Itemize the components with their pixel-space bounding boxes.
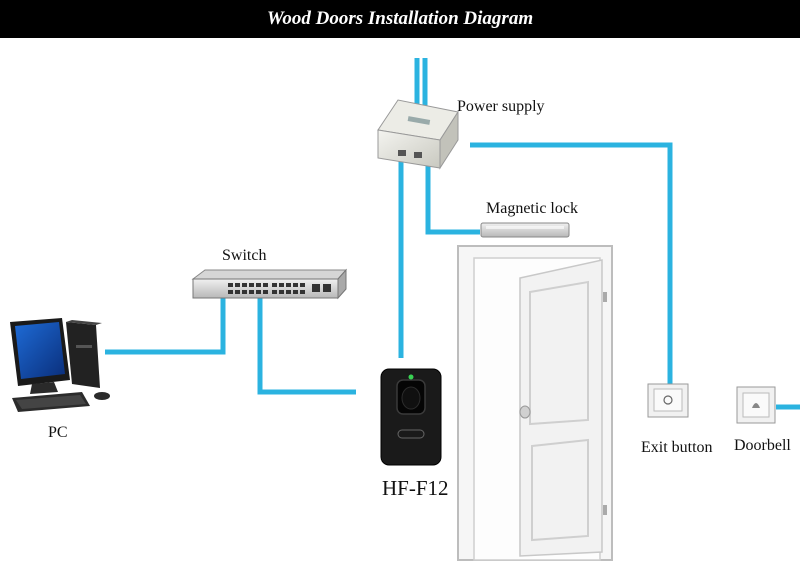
magnetic-lock-label: Magnetic lock	[486, 200, 578, 217]
pc-label: PC	[48, 424, 68, 441]
wire-psu-to-exit-button	[470, 142, 673, 385]
power-supply-label: Power supply	[457, 98, 545, 115]
wire-psu-to-lock	[425, 160, 480, 235]
reader-model-label: HF-F12	[382, 476, 449, 500]
wire-pc-to-switch	[105, 298, 226, 355]
wiring	[105, 58, 800, 410]
network-switch-icon	[191, 268, 348, 300]
wire-switch-to-reader	[257, 298, 356, 395]
fingerprint-reader-icon	[380, 368, 442, 466]
title-bar: Wood Doors Installation Diagram	[0, 0, 800, 38]
switch-label: Switch	[222, 247, 267, 264]
power-supply-icon	[377, 99, 459, 170]
doorbell-label: Doorbell	[734, 437, 791, 454]
exit-button-icon	[647, 383, 689, 418]
exit-button-label: Exit button	[641, 439, 713, 456]
diagram-title: Wood Doors Installation Diagram	[266, 8, 534, 29]
pc-icon	[10, 318, 110, 412]
magnetic-lock-icon	[480, 222, 570, 238]
doorbell-icon	[736, 386, 776, 424]
wood-door-icon	[457, 245, 613, 561]
